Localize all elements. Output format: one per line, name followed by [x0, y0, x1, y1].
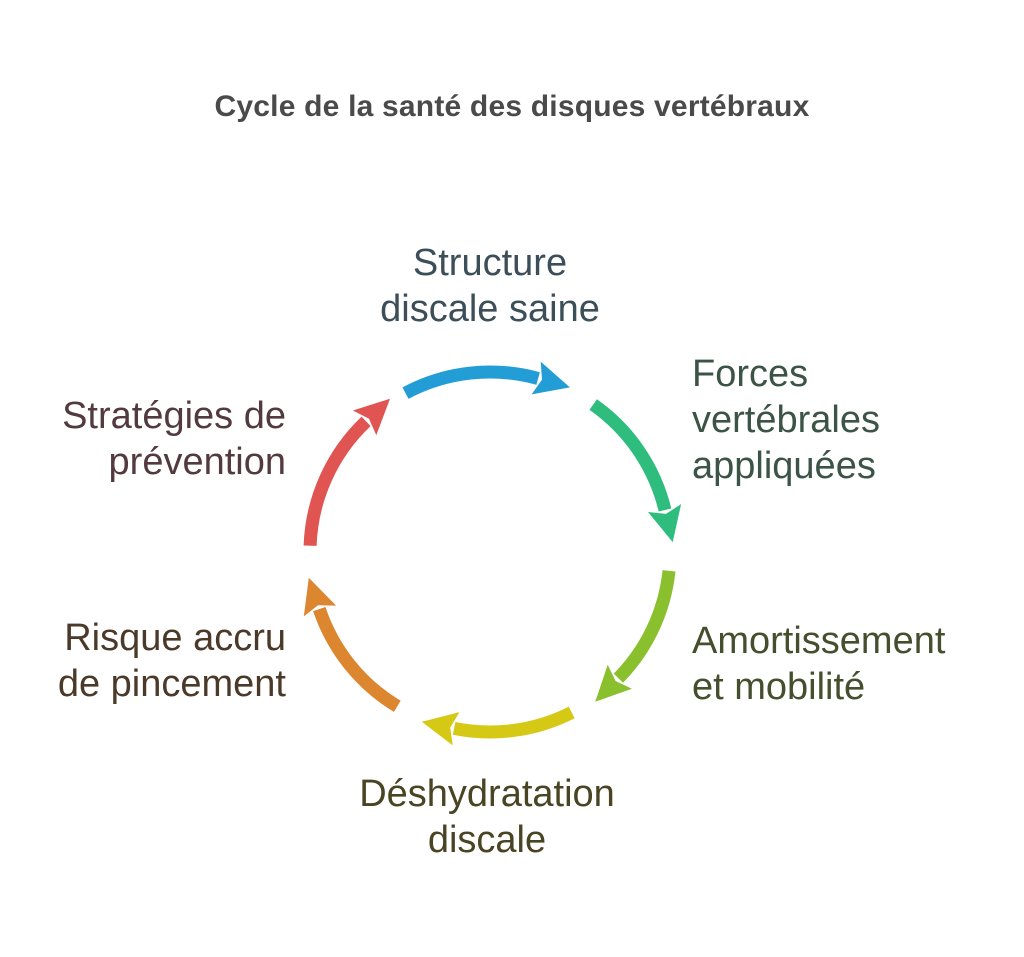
cycle-arrow-forces-to-amortissement-icon: [582, 392, 686, 547]
step-label-amortissement-et-mobilite: Amortissement et mobilité: [692, 620, 946, 708]
cycle-arrow-strategies-to-structure-icon: [298, 394, 395, 551]
diagram-title: Cycle de la santé des disques vertébraux: [214, 90, 810, 123]
cycle-arrow-structure-to-forces-icon: [395, 357, 575, 406]
step-label-structure-discale-saine: Structure discale saine: [380, 242, 600, 330]
cycle-arrow-deshydratation-to-risque-icon: [417, 699, 582, 750]
cycle-arrow-amortissement-to-deshydratation-icon: [590, 564, 681, 707]
cycle-arrow-risque-to-strategies-icon: [299, 573, 408, 719]
step-label-strategies-de-prevention: Stratégies de prévention: [62, 395, 286, 483]
step-label-risque-accru-de-pincement: Risque accru de pincement: [57, 617, 286, 705]
step-label-forces-vertebrales-appliquees: Forces vertébrales appliquées: [692, 353, 880, 487]
step-label-deshydratation-discale: Déshydratation discale: [359, 773, 615, 861]
